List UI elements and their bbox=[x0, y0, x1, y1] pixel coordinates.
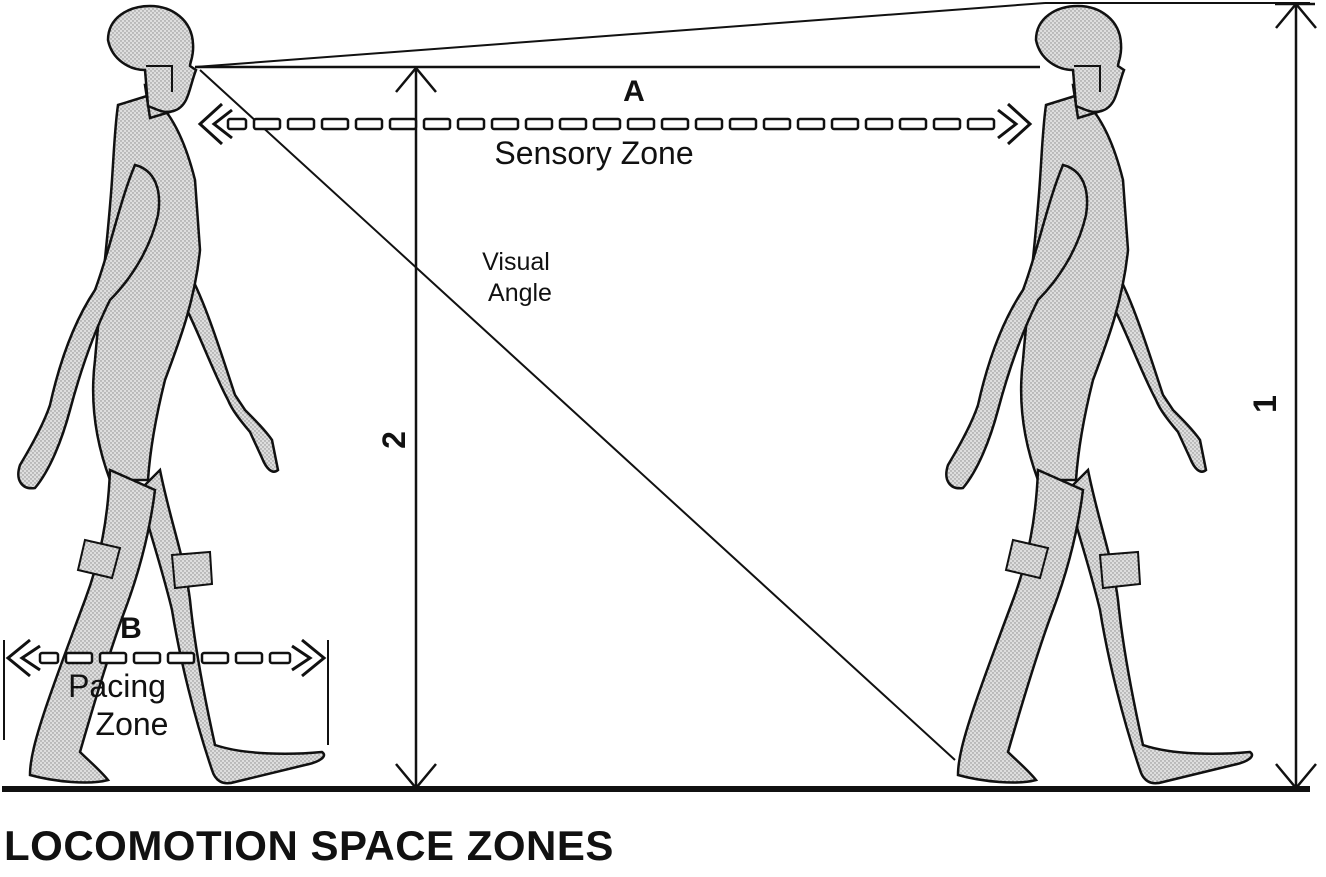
sensory-zone-arrow bbox=[197, 102, 1033, 146]
diagram-caption: LOCOMOTION SPACE ZONES bbox=[4, 822, 614, 869]
dimension-1-label: 1 bbox=[1247, 395, 1283, 413]
pacing-zone-label-line1: Pacing bbox=[68, 668, 166, 704]
visual-angle-label-line1: Visual bbox=[482, 248, 550, 276]
visual-angle-label-line2: Angle bbox=[488, 279, 552, 307]
dimension-2-arrow bbox=[395, 66, 437, 790]
dimension-1-arrow bbox=[1275, 2, 1317, 790]
zone-b-letter: B bbox=[120, 612, 142, 645]
pacing-zone-label-line2: Zone bbox=[96, 706, 169, 742]
dimension-2-label: 2 bbox=[376, 431, 412, 449]
sensory-zone-label: Sensory Zone bbox=[494, 135, 693, 171]
sight-lines bbox=[194, 2, 1310, 761]
zone-a-letter: A bbox=[623, 75, 645, 108]
pacing-zone-arrow bbox=[3, 638, 329, 745]
